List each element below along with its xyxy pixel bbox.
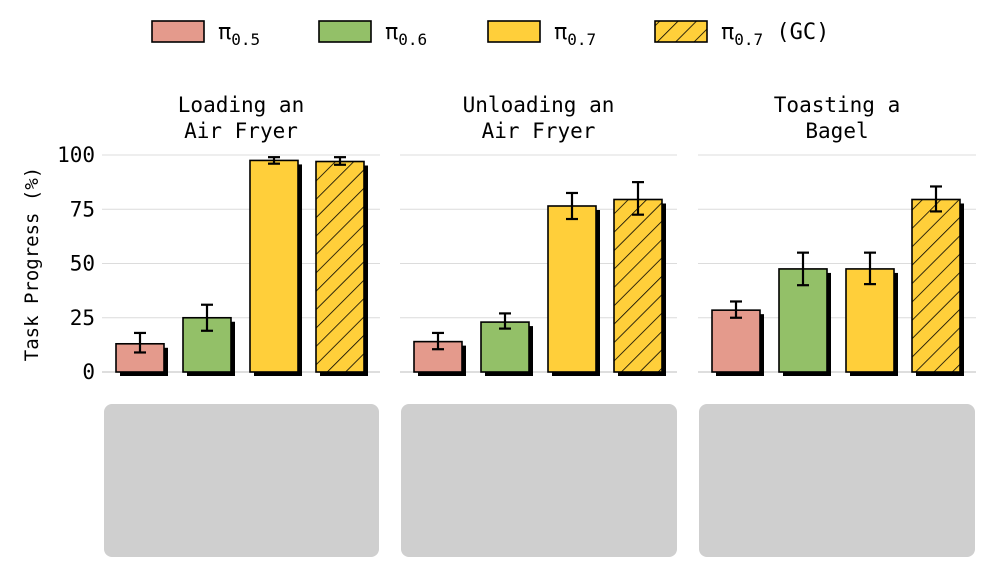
bar <box>480 321 530 373</box>
error-bar <box>334 156 346 166</box>
panel-title: Bagel <box>805 119 868 143</box>
legend-swatch <box>654 20 708 43</box>
bar <box>613 198 663 373</box>
photos <box>104 404 975 557</box>
panel-title: Unloading an <box>463 93 615 117</box>
legend-item: π0.7 <box>487 20 596 49</box>
panel-title: Air Fryer <box>482 119 596 143</box>
panel-title: Toasting a <box>774 93 900 117</box>
y-tick-label: 100 <box>57 143 95 167</box>
error-bar <box>566 191 578 221</box>
bar <box>711 309 761 373</box>
error-bar <box>730 300 742 319</box>
bar <box>315 160 365 373</box>
panel-title: Loading an <box>178 93 304 117</box>
panel-title: Air Fryer <box>184 119 298 143</box>
photo-unloading-air-fryer <box>401 404 677 557</box>
photo-toasting-bagel <box>699 404 975 557</box>
error-bar <box>268 156 280 165</box>
bar <box>911 198 961 373</box>
bar <box>547 205 597 373</box>
error-bar <box>930 185 942 213</box>
y-tick-label: 75 <box>70 197 95 221</box>
legend-swatch <box>318 20 372 43</box>
legend-item: π0.6 <box>318 20 427 49</box>
bar <box>249 159 299 373</box>
error-bar <box>632 181 644 216</box>
error-bar <box>134 331 146 354</box>
error-bar <box>499 312 511 330</box>
error-bar <box>797 251 809 287</box>
y-tick-label: 0 <box>82 360 95 384</box>
legend-label: π0.5 <box>218 20 260 49</box>
y-tick-label: 50 <box>70 252 95 276</box>
y-axis-label: Task Progress (%) <box>21 167 43 361</box>
legend-label: π0.7 (GC) <box>721 20 829 49</box>
legend-label: π0.7 <box>554 20 596 49</box>
legend-item: π0.5 <box>151 20 260 49</box>
legend-label: π0.6 <box>385 20 427 49</box>
y-tick-label: 25 <box>70 306 95 330</box>
legend-item: π0.7 (GC) <box>654 20 829 49</box>
legend: π0.5 π0.6 π0.7 π0.7 (GC) <box>151 20 829 49</box>
error-bar <box>864 251 876 286</box>
legend-swatch <box>487 20 541 43</box>
photo-loading-air-fryer <box>104 404 379 557</box>
error-bar <box>201 303 213 332</box>
bar <box>845 268 895 373</box>
error-bar <box>432 331 444 351</box>
legend-swatch <box>151 20 205 43</box>
